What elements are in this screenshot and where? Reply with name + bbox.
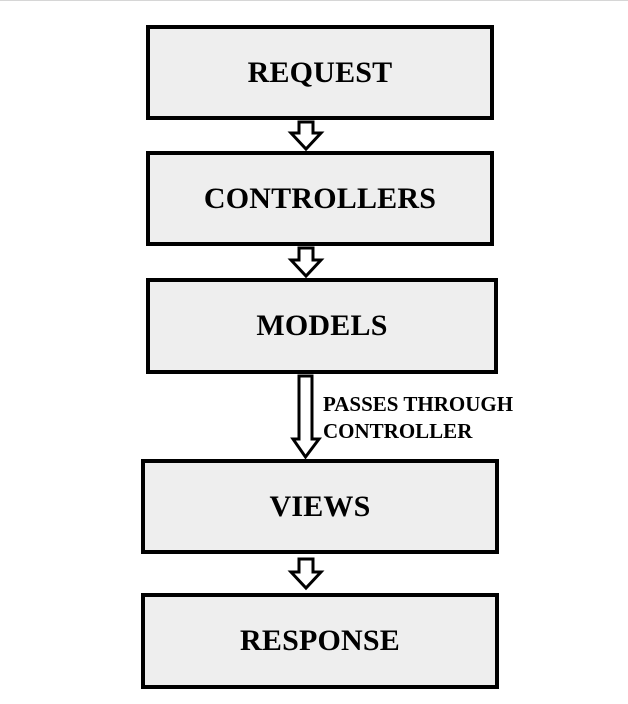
connector-label-line-2: CONTROLLER [323, 419, 473, 443]
request-label: REQUEST [247, 55, 393, 89]
models-box: MODELS [146, 278, 498, 374]
views-box: VIEWS [141, 459, 499, 554]
down-arrow-icon [287, 120, 325, 152]
down-arrow-icon [287, 246, 325, 279]
views-label: VIEWS [269, 489, 371, 523]
long-down-arrow-icon [290, 374, 322, 460]
response-box: RESPONSE [141, 593, 499, 689]
models-label: MODELS [256, 309, 388, 342]
request-box: REQUEST [146, 25, 494, 120]
response-label: RESPONSE [240, 624, 400, 657]
controllers-label: CONTROLLERS [203, 181, 437, 215]
top-divider [0, 0, 628, 1]
down-arrow-icon [287, 557, 325, 591]
connector-label-line-1: PASSES THROUGH [323, 392, 514, 416]
controllers-box: CONTROLLERS [146, 151, 494, 246]
connector-label: PASSES THROUGH CONTROLLER [323, 391, 513, 445]
